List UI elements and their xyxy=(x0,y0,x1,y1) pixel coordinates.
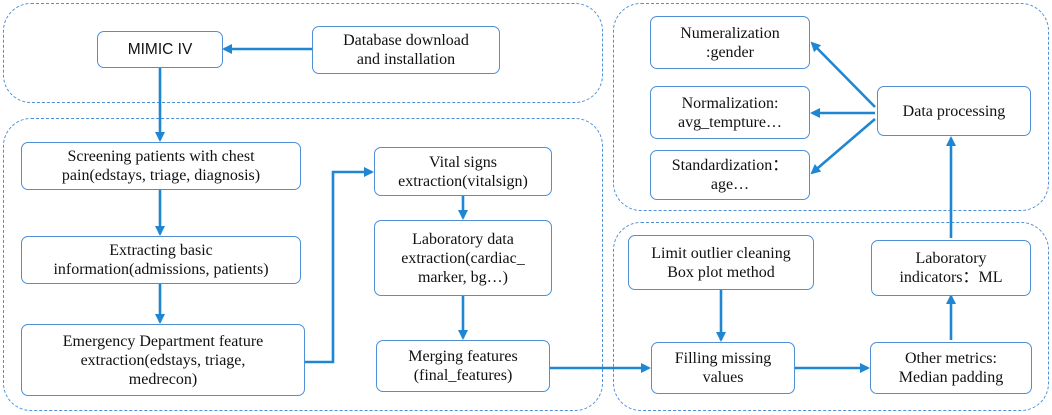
node-data-processing: Data processing xyxy=(877,86,1031,136)
node-extracting-basic-info-label: Extracting basic information(admissions,… xyxy=(53,242,269,278)
node-limit-outlier-cleaning-label: Limit outlier cleaning Box plot method xyxy=(651,244,791,281)
node-other-metrics: Other metrics: Median padding xyxy=(870,342,1032,394)
node-filling-missing-values: Filling missing values xyxy=(651,342,795,394)
node-mimic-iv-label: MIMIC IV xyxy=(127,41,193,58)
node-screening-patients-label: Screening patients with chest pain(edsta… xyxy=(61,148,261,184)
node-laboratory-extraction-label: Laboratory data extraction(cardiac_ mark… xyxy=(401,230,525,286)
node-vital-signs-label: Vital signs extraction(vitalsign) xyxy=(398,153,528,190)
node-normalization-label: Normalization: avg_tempture… xyxy=(678,94,782,131)
node-standardization-label: Standardization： age… xyxy=(671,157,789,193)
node-laboratory-indicators: Laboratory indicators：ML xyxy=(871,240,1031,296)
arrow-ed-to-vital xyxy=(305,167,374,364)
node-ed-feature-extraction-label: Emergency Department feature extraction(… xyxy=(62,332,264,388)
node-data-processing-label: Data processing xyxy=(902,102,1006,120)
node-mimic-iv: MIMIC IV xyxy=(97,31,223,68)
arrow-processing-to-numeralization xyxy=(810,41,876,108)
node-screening-patients: Screening patients with chest pain(edsta… xyxy=(21,142,301,190)
node-ed-feature-extraction: Emergency Department feature extraction(… xyxy=(21,324,305,396)
node-normalization: Normalization: avg_tempture… xyxy=(650,86,810,139)
node-laboratory-extraction: Laboratory data extraction(cardiac_ mark… xyxy=(374,220,552,296)
node-numeralization: Numeralization :gender xyxy=(650,16,810,69)
node-vital-signs: Vital signs extraction(vitalsign) xyxy=(374,147,552,196)
arrow-processing-to-standardization xyxy=(810,118,876,175)
node-limit-outlier-cleaning: Limit outlier cleaning Box plot method xyxy=(628,235,814,290)
node-laboratory-indicators-label: Laboratory indicators：ML xyxy=(899,250,1003,286)
node-extracting-basic-info: Extracting basic information(admissions,… xyxy=(21,236,301,284)
group-data-processing xyxy=(613,3,1049,211)
node-database-download: Database download and installation xyxy=(312,26,500,74)
node-standardization: Standardization： age… xyxy=(650,150,810,200)
group-cleaning xyxy=(613,222,1049,411)
node-filling-missing-values-label: Filling missing values xyxy=(674,350,772,386)
node-merging-features: Merging features (final_features) xyxy=(376,340,550,392)
node-other-metrics-label: Other metrics: Median padding xyxy=(898,350,1004,386)
node-database-download-label: Database download and installation xyxy=(343,32,469,68)
group-data-source xyxy=(3,3,603,103)
group-extraction xyxy=(3,118,603,411)
node-merging-features-label: Merging features (final_features) xyxy=(408,348,518,384)
node-numeralization-label: Numeralization :gender xyxy=(680,24,780,61)
